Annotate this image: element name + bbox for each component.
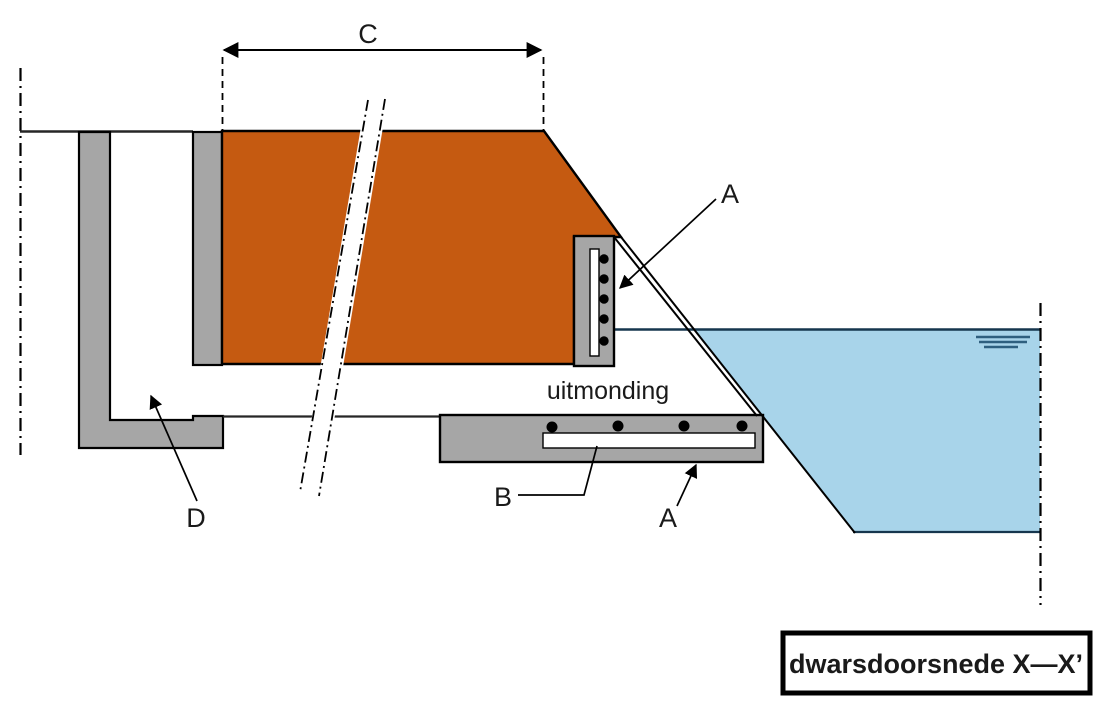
embankment-fill xyxy=(220,129,624,366)
grate-bar-dot xyxy=(599,254,609,264)
break-line-left xyxy=(299,99,369,493)
water-body xyxy=(695,330,1040,532)
label-a-upper-leader xyxy=(619,198,717,289)
label-a-lower: A xyxy=(659,503,677,533)
slab-bar-dot xyxy=(546,421,558,433)
horizontal-slab-slot xyxy=(542,432,756,449)
slab-bar-dot xyxy=(678,420,690,432)
chamber-right-wall xyxy=(191,130,224,367)
vertical-grate-slot xyxy=(589,248,600,357)
outlet-label: uitmonding xyxy=(547,377,669,405)
grate-bar-dot xyxy=(599,336,609,346)
grate-bar-dot xyxy=(599,294,609,304)
grate-bar-dot xyxy=(599,314,609,324)
vertical-grate-bars xyxy=(599,254,609,346)
horizontal-slab-bars xyxy=(546,420,748,433)
slab-bar-dot xyxy=(736,420,748,432)
caption-box xyxy=(780,630,1093,696)
label-b: B xyxy=(494,482,512,512)
label-a-lower-leader xyxy=(676,463,698,507)
break-band xyxy=(298,97,388,499)
slope-revetment-line-inner xyxy=(613,236,758,417)
label-d: D xyxy=(186,503,206,533)
water-level-symbol xyxy=(976,335,1030,349)
outlet-chamber-wall xyxy=(77,130,225,450)
slope-revetment-line-outer xyxy=(620,236,856,534)
label-a-upper: A xyxy=(721,179,739,209)
label-b-leader xyxy=(518,445,598,496)
caption-text: dwarsdoorsnede X—X’ xyxy=(789,649,1083,679)
label-d-leader xyxy=(149,394,198,502)
slab-bar-dot xyxy=(612,420,624,432)
break-line-right xyxy=(318,98,386,497)
dimension-label-c: C xyxy=(358,19,378,49)
grate-bar-dot xyxy=(599,274,609,284)
